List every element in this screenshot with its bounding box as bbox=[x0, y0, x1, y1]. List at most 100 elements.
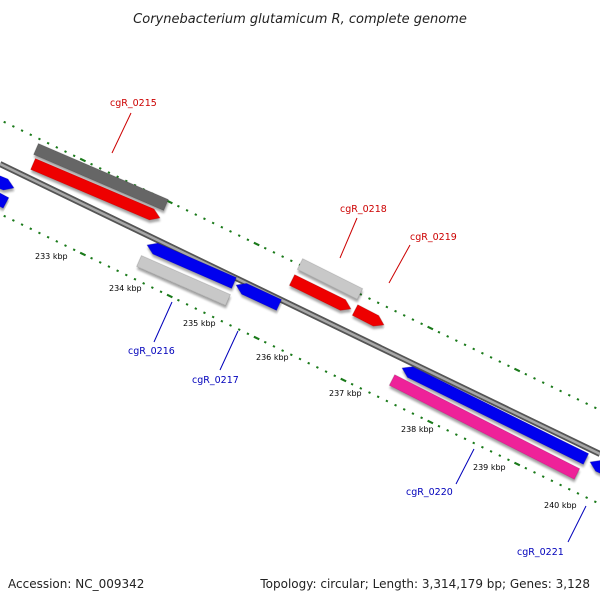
gene-cgR_0218[interactable] bbox=[296, 258, 364, 300]
minor-tick bbox=[472, 347, 476, 351]
gene-label-cgR_0217[interactable]: cgR_0217 bbox=[192, 375, 239, 386]
minor-tick bbox=[368, 297, 371, 300]
minor-tick bbox=[203, 311, 206, 315]
minor-tick bbox=[229, 324, 232, 327]
minor-tick bbox=[541, 381, 545, 384]
major-tick bbox=[427, 325, 434, 331]
label-leader bbox=[388, 244, 411, 284]
minor-tick bbox=[350, 382, 354, 386]
minor-tick bbox=[64, 150, 67, 153]
minor-tick bbox=[176, 298, 180, 302]
minor-tick bbox=[524, 466, 528, 470]
minor-tick bbox=[559, 389, 562, 393]
minor-tick bbox=[411, 412, 415, 415]
gene-cgR_0220[interactable] bbox=[388, 374, 581, 480]
minor-tick bbox=[55, 240, 59, 243]
minor-tick bbox=[480, 445, 484, 449]
map-title: Corynebacterium glutamicum R, complete g… bbox=[133, 12, 467, 27]
minor-tick bbox=[29, 227, 33, 231]
minor-tick bbox=[533, 377, 536, 380]
minor-tick bbox=[324, 370, 328, 373]
minor-tick bbox=[72, 248, 76, 252]
minor-tick bbox=[402, 408, 406, 411]
major-tick bbox=[79, 251, 87, 257]
label-leader bbox=[219, 330, 239, 371]
minor-tick bbox=[376, 301, 380, 305]
gene-label-cgR_0216[interactable]: cgR_0216 bbox=[128, 346, 175, 357]
minor-tick bbox=[263, 246, 267, 250]
kbp-label: 238 kbp bbox=[401, 425, 434, 434]
major-tick bbox=[340, 377, 347, 383]
minor-tick bbox=[72, 154, 76, 158]
minor-tick bbox=[289, 259, 293, 263]
minor-tick bbox=[498, 454, 502, 457]
minor-tick bbox=[411, 318, 415, 321]
minor-tick bbox=[420, 322, 424, 326]
gene-label-cgR_0218[interactable]: cgR_0218 bbox=[340, 204, 387, 215]
minor-tick bbox=[90, 162, 93, 166]
minor-tick bbox=[454, 433, 458, 436]
label-leader bbox=[455, 448, 475, 485]
gene-arrow-partial[interactable] bbox=[0, 168, 16, 193]
minor-tick bbox=[159, 290, 163, 294]
minor-tick bbox=[3, 214, 7, 218]
minor-tick bbox=[298, 357, 302, 361]
minor-tick bbox=[229, 230, 232, 233]
gene-label-cgR_0220[interactable]: cgR_0220 bbox=[406, 487, 453, 498]
label-leader bbox=[153, 301, 173, 343]
minor-tick bbox=[98, 261, 102, 264]
minor-tick bbox=[315, 366, 319, 369]
gene-cgR_0219[interactable] bbox=[351, 304, 387, 331]
minor-tick bbox=[437, 424, 441, 428]
minor-tick bbox=[420, 416, 424, 420]
minor-tick bbox=[55, 146, 59, 149]
gene-features bbox=[0, 143, 600, 482]
gene-arrow-forward[interactable] bbox=[30, 158, 163, 223]
minor-tick bbox=[576, 492, 580, 495]
kbp-label: 233 kbp bbox=[35, 252, 68, 261]
kbp-label: 235 kbp bbox=[183, 319, 216, 328]
minor-tick bbox=[237, 328, 241, 331]
minor-tick bbox=[116, 175, 120, 179]
minor-tick bbox=[107, 171, 111, 174]
gene-cgR_0216[interactable] bbox=[136, 255, 231, 306]
gene-cgR_0217[interactable] bbox=[233, 280, 282, 311]
minor-tick bbox=[480, 351, 484, 355]
gene-cgR_0221[interactable] bbox=[587, 457, 600, 482]
minor-tick bbox=[533, 471, 536, 474]
minor-tick bbox=[498, 360, 502, 363]
minor-tick bbox=[454, 339, 458, 342]
minor-tick bbox=[567, 487, 571, 491]
minor-tick bbox=[359, 387, 363, 390]
kbp-label: 239 kbp bbox=[473, 463, 506, 472]
gene-cgR_0215[interactable] bbox=[33, 143, 169, 211]
minor-tick bbox=[567, 393, 571, 397]
minor-tick bbox=[246, 332, 250, 336]
minor-tick bbox=[394, 403, 397, 407]
minor-tick bbox=[576, 398, 580, 401]
gene-arrow-partial[interactable] bbox=[0, 183, 10, 209]
gene-arrow-reverse[interactable] bbox=[145, 240, 237, 289]
minor-tick bbox=[272, 345, 276, 348]
minor-tick bbox=[3, 120, 7, 124]
gene-label-cgR_0215[interactable]: cgR_0215 bbox=[110, 98, 157, 109]
minor-tick bbox=[142, 282, 146, 285]
gene-arrow-reverse[interactable] bbox=[399, 363, 590, 465]
minor-tick bbox=[20, 129, 24, 132]
minor-tick bbox=[220, 225, 224, 229]
major-tick bbox=[79, 157, 87, 163]
minor-tick bbox=[585, 402, 589, 405]
minor-tick bbox=[185, 303, 189, 306]
minor-tick bbox=[194, 307, 198, 310]
minor-tick bbox=[463, 437, 467, 441]
minor-tick bbox=[585, 496, 589, 499]
minor-tick bbox=[402, 314, 406, 317]
minor-tick bbox=[185, 209, 189, 212]
minor-tick bbox=[368, 391, 371, 394]
gene-label-cgR_0219[interactable]: cgR_0219 bbox=[410, 232, 457, 243]
gene-arrow-forward[interactable] bbox=[288, 274, 353, 315]
minor-tick bbox=[289, 353, 293, 357]
gene-label-cgR_0221[interactable]: cgR_0221 bbox=[517, 547, 564, 558]
minor-tick bbox=[385, 305, 389, 309]
